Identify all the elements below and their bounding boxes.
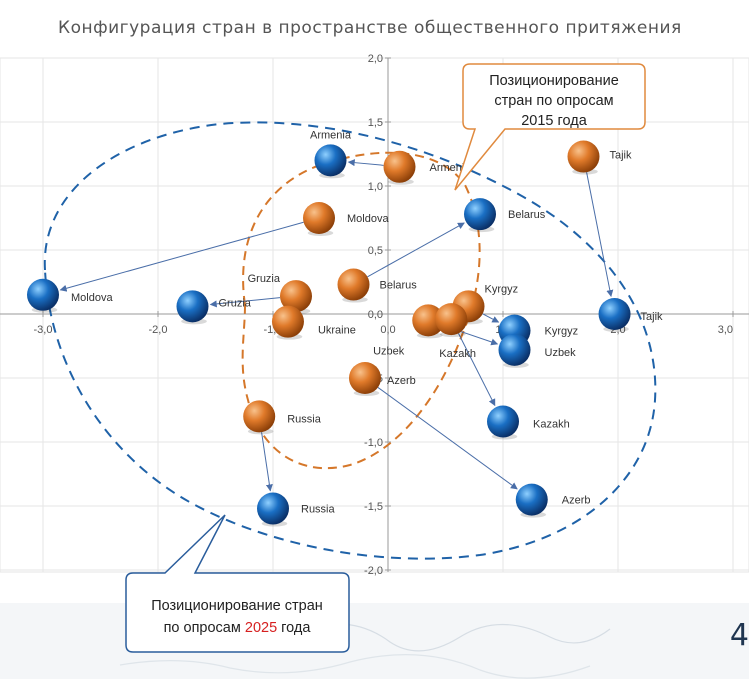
label-2015-gruzia: Gruzia [248,273,281,285]
label-2025-tajik: Tajik [641,311,664,323]
callout-2015-line2: стран по опросам [494,93,613,109]
arrow-moldova [59,221,304,292]
point-2025-gruzia [176,290,209,323]
point-2015-ukraine [271,305,304,338]
arrow-tajik [586,172,614,298]
label-2025-azerb: Azerb [562,495,591,507]
y-tick-label: 1,0 [368,181,383,193]
callout-2025: Позиционирование стран по опросам 2025 г… [125,514,350,653]
point-2015-gruzia [280,280,312,313]
y-tick-label: 0,0 [368,309,383,321]
label-2025-gruzia: Gruzia [219,297,252,309]
point-2015-moldova [303,202,335,234]
label-2015-ukraine: Ukraine [318,325,356,337]
label-2015-kyrgyz: Kyrgyz [485,283,519,295]
x-tick-label: -2,0 [149,324,168,336]
label-2025-kazakh: Kazakh [533,419,570,431]
y-tick-label: 2,0 [368,53,383,65]
data-points: ArmeniaTajikMoldovaBelarusGruziaUkraineK… [27,129,664,527]
plot-area: 2,01,51,00,50,0-0,5-1,0-1,5-2,0-3,0-2,0-… [0,53,749,577]
y-tick-label: 0,5 [368,245,383,257]
callout-2025-line2: по опросам 2025 года [164,620,312,636]
x-tick-label: 3,0 [718,324,733,336]
label-2025-kyrgyz: Kyrgyz [545,326,579,338]
callout-2015: Позиционирование стран по опросам 2015 г… [454,63,646,191]
point-2015-armenia [383,150,416,183]
label-2015-uzbek: Uzbek [373,345,405,357]
label-2015-moldova: Moldova [347,213,389,225]
label-2015-tajik: Tajik [610,150,633,162]
callout-2015-line1: Позиционирование [489,73,619,89]
label-2015-kazakh: Kazakh [439,348,476,360]
label-2025-moldova: Moldova [71,292,113,304]
y-tick-label: -1,5 [364,501,383,513]
point-2015-tajik [567,140,600,173]
point-2025-azerb [515,483,548,516]
y-tick-label: -2,0 [364,565,383,577]
x-tick-label: -3,0 [34,324,53,336]
point-2025-belarus [464,198,496,231]
point-2015-russia [243,400,276,433]
page-number: 4 [729,618,749,653]
x-tick-label: 0,0 [380,324,395,336]
point-2025-moldova [27,278,59,311]
arrow-russia [261,432,273,492]
point-2015-belarus [337,268,370,301]
arrow-azerb [377,387,518,490]
arrow-kyrgyz [482,313,500,323]
y-tick-label: -1,0 [364,437,383,449]
label-2015-russia: Russia [287,413,322,425]
point-2015-azerb [349,362,381,394]
label-2015-belarus: Belarus [380,280,418,292]
axes: 2,01,51,00,50,0-0,5-1,0-1,5-2,0-3,0-2,0-… [0,53,749,577]
point-2025-armenia [314,144,347,177]
label-2025-belarus: Belarus [508,209,546,221]
arrow-armenia [347,159,384,167]
point-2025-tajik [598,298,631,330]
movement-arrows [59,159,614,492]
callout-2025-line1: Позиционирование стран [151,598,323,614]
point-2015-kazakh [435,303,468,336]
label-2025-uzbek: Uzbek [545,347,577,359]
label-2025-armenia: Armenia [310,129,352,141]
ellipse-2025 [43,121,657,560]
point-2025-russia [257,492,289,525]
arrow-kazakh [458,333,496,407]
point-2025-kazakh [487,405,519,438]
ellipses [43,121,657,560]
map-background [0,603,749,679]
label-2015-azerb: Azerb [387,375,416,387]
label-2025-russia: Russia [301,504,336,516]
point-2015-uzbek [412,304,445,337]
callout-2015-line3: 2015 года [521,113,587,129]
y-tick-label: 1,5 [368,117,383,129]
point-2025-uzbek [498,333,531,366]
chart-title: Конфигурация стран в пространстве общест… [58,18,682,38]
arrow-belarus [367,222,465,278]
arrow-gruzia [209,297,281,308]
